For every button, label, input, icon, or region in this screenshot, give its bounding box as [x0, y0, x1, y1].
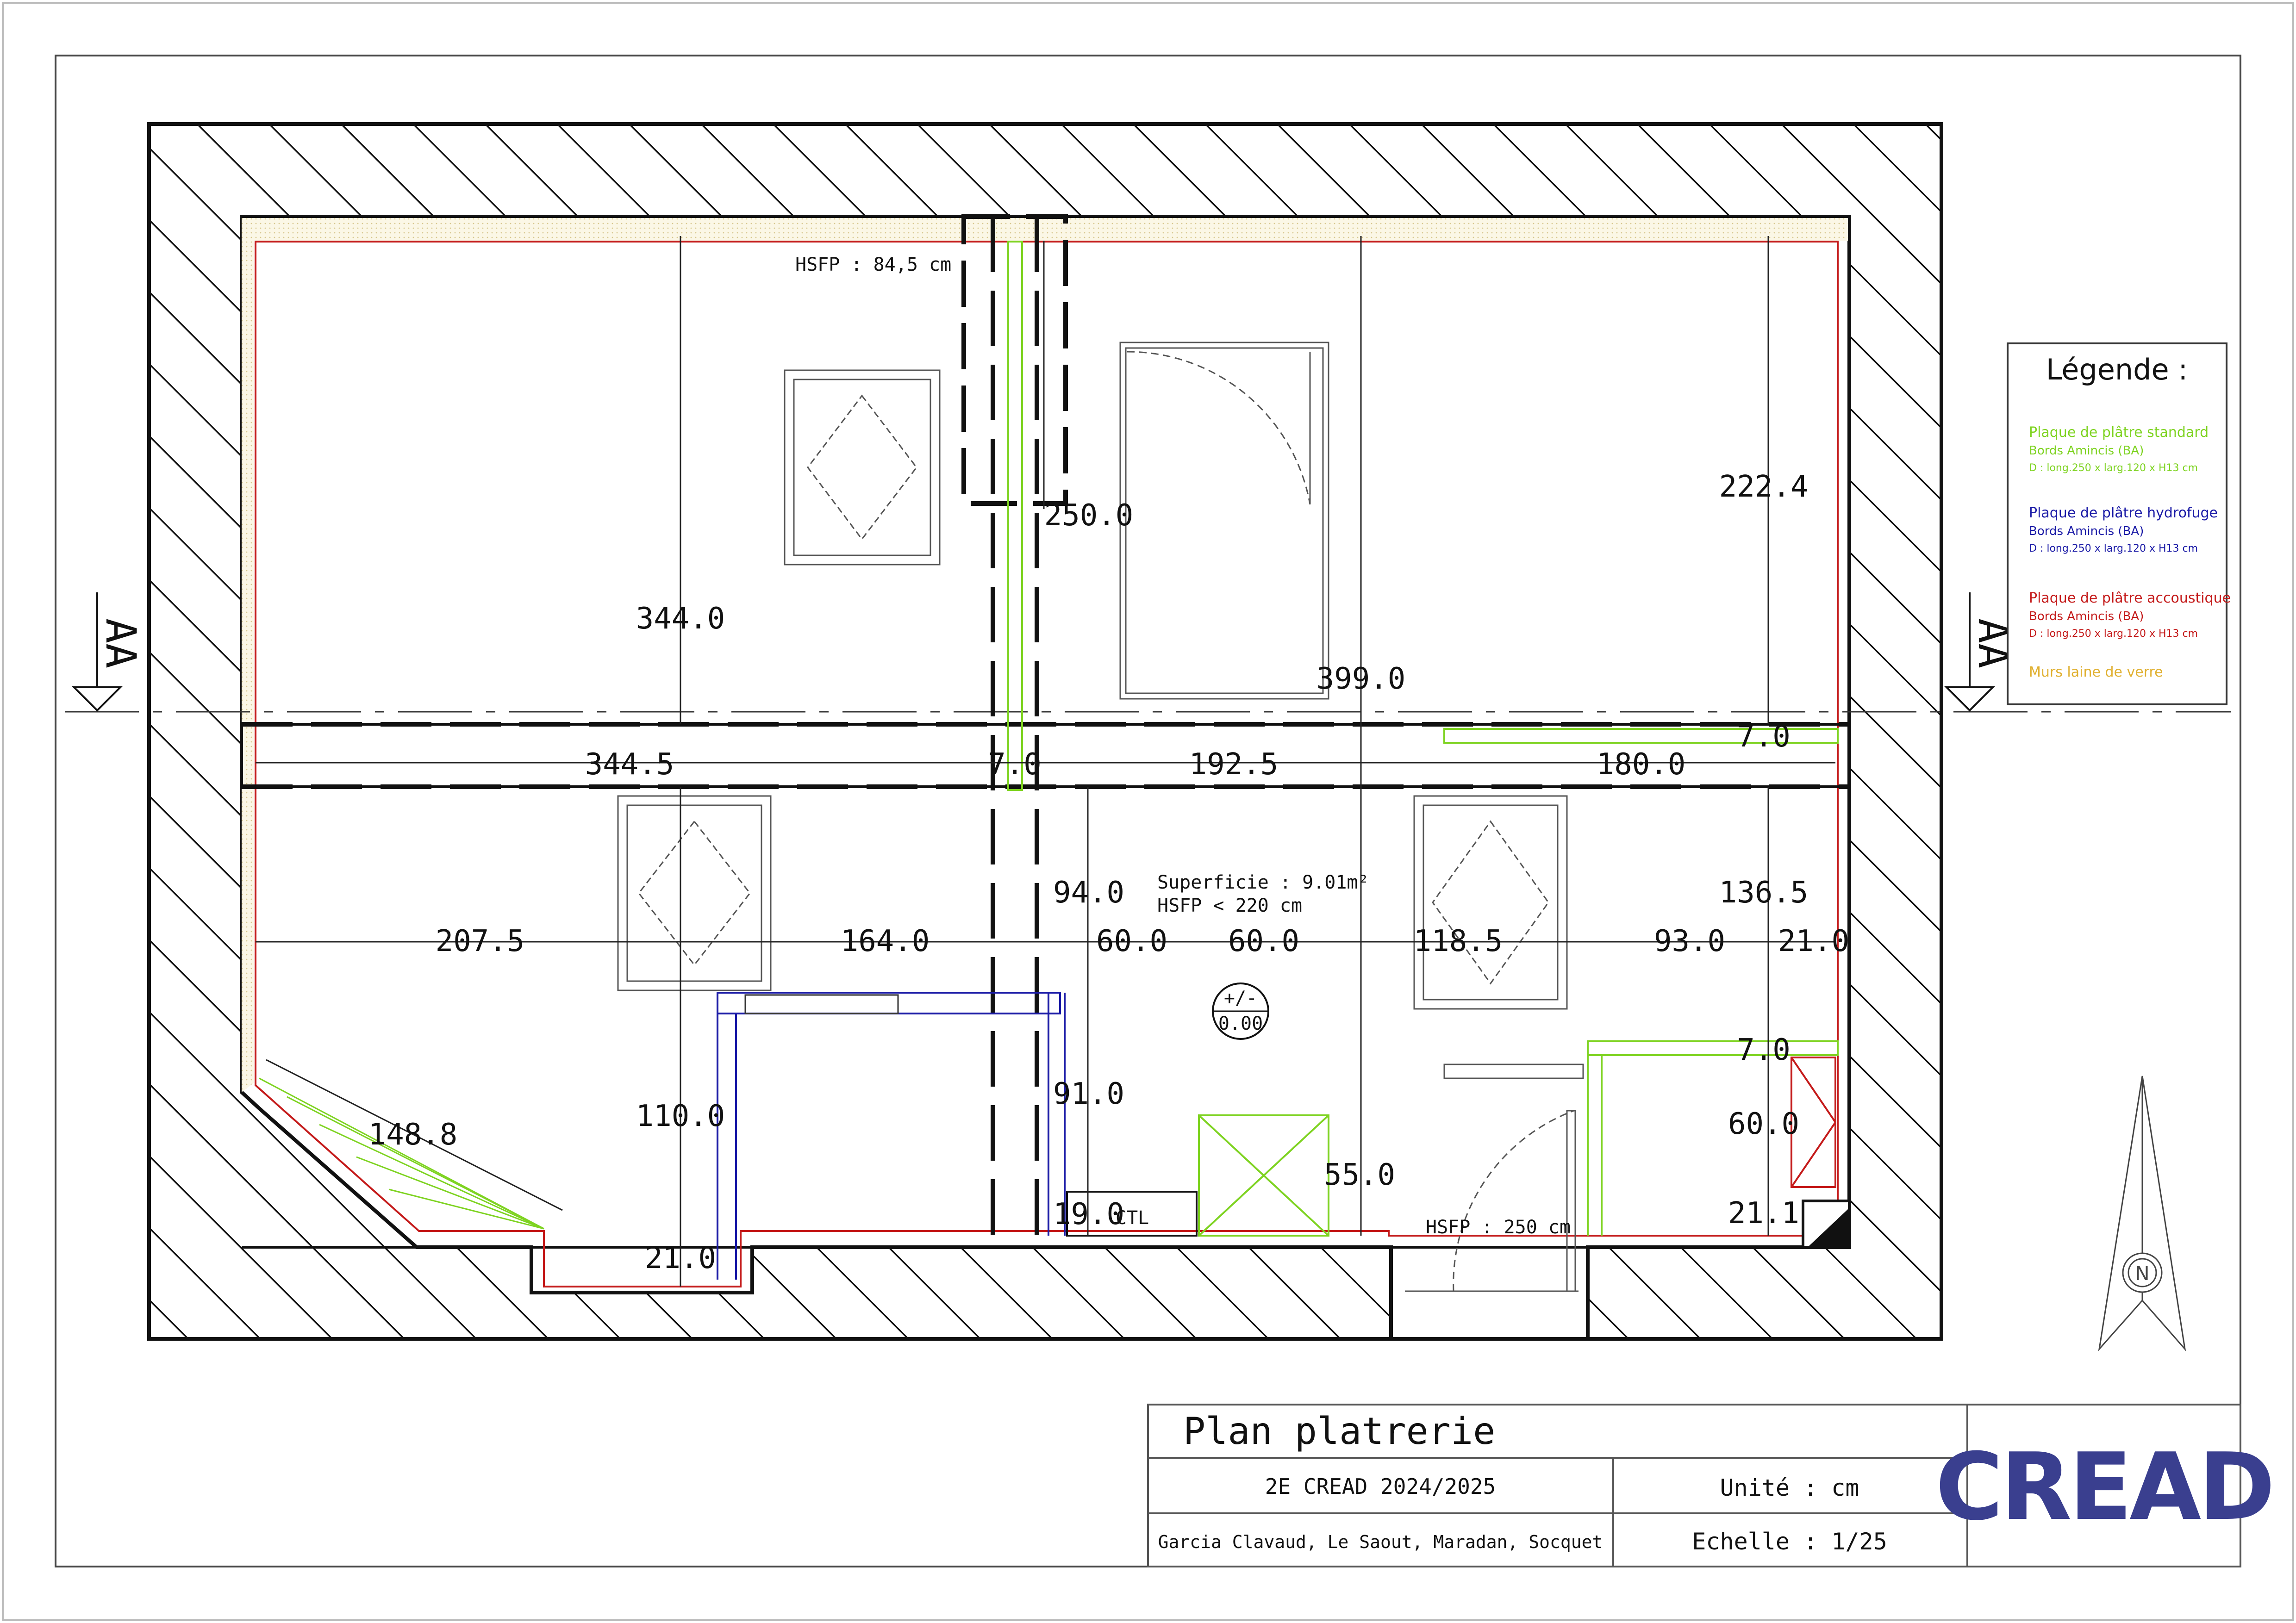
chimney-duct [961, 214, 1068, 506]
title-block [1147, 1404, 2241, 1567]
north-label: N [2135, 1262, 2149, 1285]
dim-207-5: 207.5 [436, 924, 525, 958]
sloped-wall-plaster [259, 1077, 544, 1230]
dim-7-0-right: 7.0 [1737, 720, 1791, 754]
glass-wool-lining [242, 217, 1849, 1092]
hsfp-limit-note: HSFP < 220 cm [1157, 895, 1302, 916]
legend-acoustic-name: Plaque de plâtre accoustique [2029, 590, 2231, 606]
title-block-unit: Unité : cm [1720, 1474, 1859, 1501]
legend-box [2007, 342, 2227, 705]
bathroom-door [1405, 1063, 1584, 1292]
dim-60-0-c: 60.0 [1728, 1107, 1799, 1141]
legend-acoustic-sub2: D : long.250 x larg.120 x H13 cm [2029, 628, 2198, 640]
skylight-window-3 [1413, 795, 1568, 1010]
radiator [744, 994, 899, 1014]
dim-94-0: 94.0 [1053, 876, 1124, 910]
ctl-label: CTL [1116, 1207, 1149, 1229]
dim-136-5: 136.5 [1719, 876, 1809, 910]
legend-title: Légende : [2046, 353, 2188, 386]
dim-60-0-b: 60.0 [1228, 924, 1299, 958]
legend-hydrofuge-name: Plaque de plâtre hydrofuge [2029, 505, 2218, 521]
legend-wool-name: Murs laine de verre [2029, 664, 2163, 680]
legend-hydrofuge-sub2: D : long.250 x larg.120 x H13 cm [2029, 543, 2198, 554]
legend-standard-sub1: Bords Amincis (BA) [2029, 444, 2144, 458]
dim-118-5: 118.5 [1414, 924, 1503, 958]
dim-7-0-low: 7.0 [1737, 1033, 1791, 1067]
hydrofuge-plaster-zone [717, 992, 1066, 1280]
legend-standard-name: Plaque de plâtre standard [2029, 424, 2209, 441]
hatched-walls [147, 122, 1943, 1341]
closet-door-top [1119, 342, 1329, 700]
dimension-lines [256, 236, 1835, 1287]
dim-19-0: 19.0 [1053, 1197, 1124, 1231]
dim-93-0: 93.0 [1654, 924, 1725, 958]
dim-148-8: 148.8 [368, 1118, 458, 1152]
section-label-left: AA [96, 618, 145, 668]
cread-logo: CREAD [1935, 1433, 2275, 1541]
corridor-band [240, 723, 1851, 788]
dim-110-0: 110.0 [636, 1099, 725, 1133]
corner-post-fill [1808, 1208, 1849, 1247]
dim-7-0-mid: 7.0 [988, 747, 1042, 782]
dim-222-4: 222.4 [1719, 470, 1809, 504]
dim-344-5: 344.5 [585, 747, 674, 782]
dim-192-5: 192.5 [1189, 747, 1279, 782]
title-block-scale: Echelle : 1/25 [1692, 1528, 1887, 1555]
dim-60-0-a: 60.0 [1096, 924, 1167, 958]
level-marker-line2: 0.00 [1218, 1013, 1263, 1034]
title-block-project: 2E CREAD 2024/2025 [1265, 1474, 1496, 1499]
skylight-window-2 [617, 795, 772, 991]
dim-164-0: 164.0 [841, 924, 930, 958]
dim-21-0-right: 21.0 [1778, 924, 1849, 958]
legend-standard-sub2: D : long.250 x larg.120 x H13 cm [2029, 462, 2198, 474]
dim-180-0: 180.0 [1597, 747, 1686, 782]
surface-area-note: Superficie : 9.01m² [1157, 872, 1369, 893]
acoustic-plaster-line [255, 241, 1839, 1287]
level-marker-line1: +/- [1224, 988, 1257, 1009]
title-block-title: Plan platrerie [1183, 1410, 1495, 1453]
shower-tray [1198, 1114, 1329, 1237]
level-marker [1212, 983, 1269, 1040]
legend-acoustic-sub1: Bords Amincis (BA) [2029, 609, 2144, 623]
hsfp-top-note: HSFP : 84,5 cm [795, 254, 951, 275]
room-outline [242, 215, 1851, 1249]
hsfp-bottom-note: HSFP : 250 cm [1426, 1217, 1571, 1238]
dim-55-0: 55.0 [1324, 1158, 1395, 1192]
dim-91-0: 91.0 [1053, 1077, 1124, 1111]
dim-21-1: 21.1 [1728, 1196, 1799, 1231]
dim-344-0: 344.0 [636, 602, 725, 636]
dim-399-0: 399.0 [1316, 662, 1406, 696]
section-mark-right [1944, 592, 1995, 712]
skylight-window-1 [784, 369, 941, 566]
dim-21-0-bottom: 21.0 [645, 1241, 716, 1275]
toilet-box [1066, 1191, 1198, 1237]
standard-plaster-strip-right [1443, 728, 1839, 744]
standard-plaster-strip-vertical [1007, 241, 1023, 791]
dim-250-0: 250.0 [1044, 498, 1134, 533]
section-mark-left [72, 592, 123, 712]
title-block-authors: Garcia Clavaud, Le Saout, Maradan, Socqu… [1158, 1532, 1603, 1552]
legend-hydrofuge-sub1: Bords Amincis (BA) [2029, 524, 2144, 538]
north-arrow [2098, 1076, 2186, 1351]
acoustic-panel-corner [1791, 1057, 1836, 1188]
svg-text:CREAD: CREAD [1935, 1433, 2272, 1541]
standard-plaster-bathroom-wall [1587, 1040, 1839, 1236]
